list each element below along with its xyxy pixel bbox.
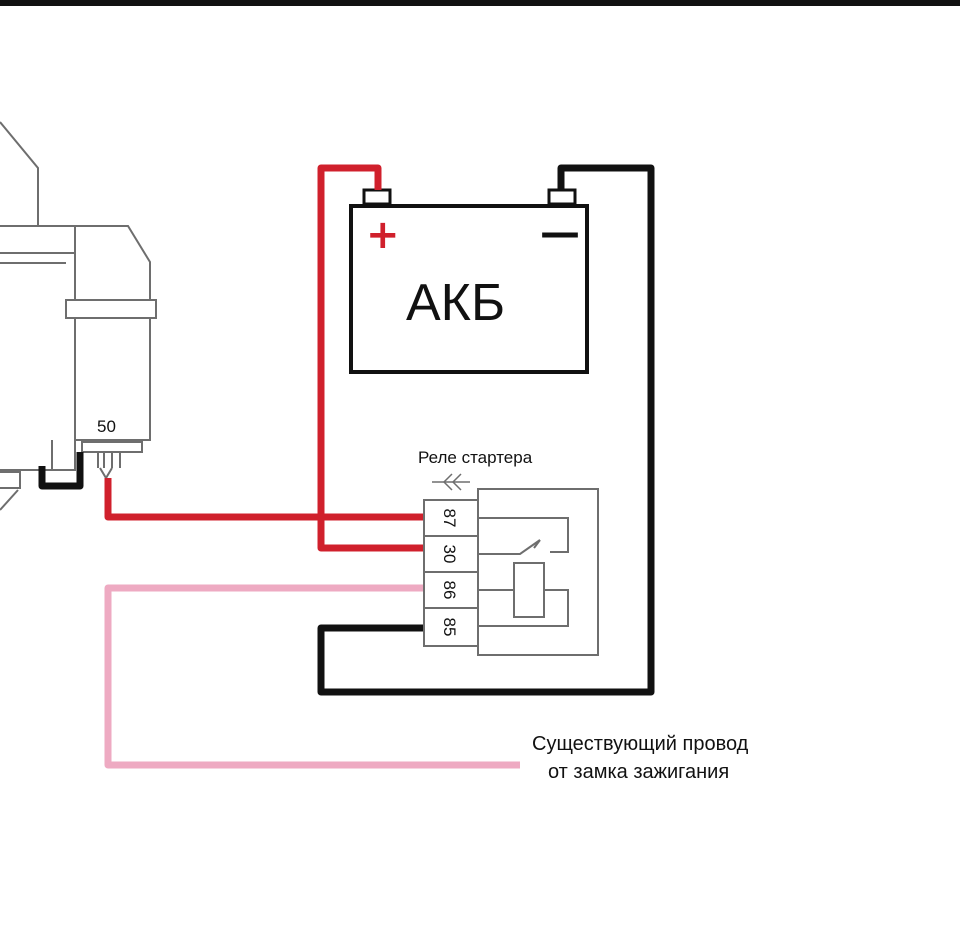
ignition-wire-note-line1: Существующий провод (532, 733, 749, 755)
battery-negative-post (547, 188, 577, 206)
battery-label: АКБ (406, 274, 505, 332)
relay-internals (478, 517, 569, 627)
starter-ground-strap (38, 452, 84, 490)
relay-pin-30: 30 (440, 545, 459, 564)
positive-wire-relay-87-to-starter (104, 478, 424, 521)
relay-pin-blocks (423, 499, 479, 647)
relay-pin-87: 87 (440, 509, 459, 528)
top-border (0, 0, 960, 6)
ground-wire-battery-to-relay-85 (317, 164, 655, 696)
relay-arrow-icon (432, 473, 470, 491)
battery-positive-post (362, 188, 392, 206)
relay-pin-86: 86 (440, 581, 459, 600)
ignition-wire-note-line2: от замка зажигания (548, 761, 729, 783)
starter-terminal-label: 50 (97, 417, 116, 436)
battery-plus-sign: + (366, 212, 400, 258)
relay-pin-85: 85 (440, 618, 459, 637)
ignition-wire-to-relay-86 (104, 584, 520, 769)
relay-schematic-box (477, 488, 599, 656)
battery: + — АКБ (349, 188, 589, 374)
starter-relay: Реле стартера 87 30 86 85 (418, 448, 599, 656)
starter-motor (0, 121, 157, 511)
battery-body (349, 204, 589, 374)
positive-wire-battery-to-relay-30 (317, 164, 424, 552)
relay-title: Реле стартера (418, 448, 533, 467)
battery-minus-sign: — (540, 210, 580, 256)
